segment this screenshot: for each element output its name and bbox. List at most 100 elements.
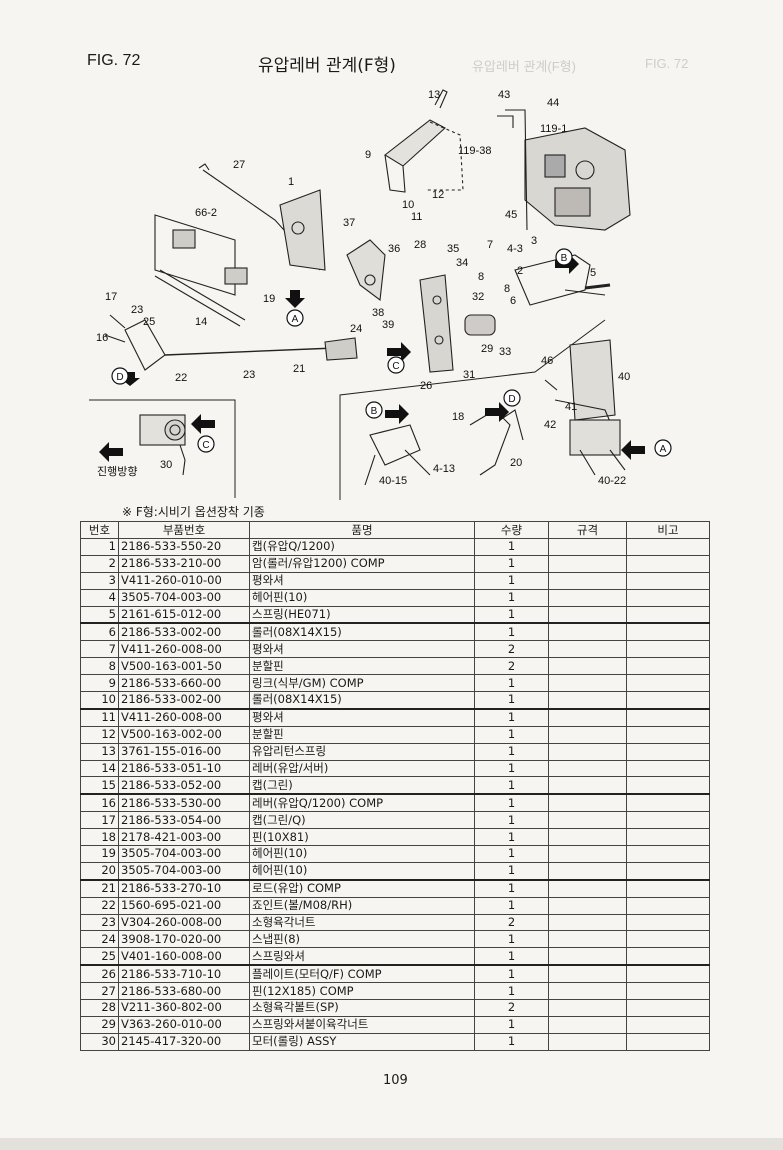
svg-text:37: 37 — [343, 217, 355, 229]
figure-number: FIG. 72 — [87, 52, 141, 69]
svg-text:45: 45 — [505, 209, 517, 221]
svg-text:42: 42 — [544, 419, 556, 431]
cell-spec — [548, 707, 627, 727]
cell-spec — [548, 554, 627, 573]
cell-part-number: 2161-615-012-00 — [118, 605, 250, 624]
svg-text:6: 6 — [510, 295, 516, 307]
cell-quantity: 1 — [474, 947, 549, 966]
cell-remarks — [626, 982, 710, 1001]
cell-part-name: 레버(유압Q/1200) COMP — [249, 793, 475, 813]
cell-quantity: 1 — [474, 878, 549, 898]
cell-part-name: 평와셔 — [249, 707, 475, 727]
cell-part-number: 2186-533-530-00 — [118, 793, 250, 813]
cell-number: 5 — [80, 605, 119, 624]
cell-quantity: 1 — [474, 691, 549, 710]
cell-part-number: 2186-533-680-00 — [118, 982, 250, 1001]
cell-number: 9 — [80, 674, 119, 693]
cell-remarks — [626, 845, 710, 863]
svg-text:32: 32 — [472, 291, 484, 303]
svg-text:B: B — [371, 406, 378, 417]
svg-text:35: 35 — [447, 243, 459, 255]
svg-text:13: 13 — [428, 89, 440, 101]
cell-part-number: 2186-533-210-00 — [118, 554, 250, 573]
cell-part-name: 평와셔 — [249, 571, 475, 590]
svg-text:14: 14 — [195, 316, 207, 328]
cell-number: 24 — [80, 930, 119, 949]
cell-part-number: 1560-695-021-00 — [118, 896, 250, 915]
cell-remarks — [626, 707, 710, 727]
svg-text:40-22: 40-22 — [598, 475, 626, 487]
cell-part-name: 암(롤러/유압1200) COMP — [249, 554, 475, 573]
cell-spec — [548, 828, 627, 847]
svg-text:A: A — [292, 314, 299, 325]
svg-text:4-13: 4-13 — [433, 463, 455, 475]
cell-number: 20 — [80, 861, 119, 881]
svg-text:7: 7 — [487, 239, 493, 251]
cell-part-number: 2178-421-003-00 — [118, 828, 250, 847]
svg-text:27: 27 — [233, 159, 245, 171]
cell-remarks — [626, 861, 710, 881]
cell-spec — [548, 999, 627, 1017]
cell-part-name: 캡(유압Q/1200) — [249, 538, 475, 556]
cell-spec — [548, 1032, 627, 1051]
cell-part-name: 모터(롤링) ASSY — [249, 1032, 475, 1051]
cell-remarks — [626, 811, 710, 830]
cell-number: 4 — [80, 588, 119, 607]
cell-part-name: 소형육각너트 — [249, 913, 475, 932]
cell-part-number: V363-260-010-00 — [118, 1015, 250, 1034]
cell-part-name: 분할핀 — [249, 725, 475, 744]
cell-part-number: 2186-533-550-20 — [118, 538, 250, 556]
cell-quantity: 1 — [474, 759, 549, 778]
svg-text:C: C — [202, 440, 209, 451]
cell-number: 6 — [80, 622, 119, 642]
cell-number: 3 — [80, 571, 119, 590]
svg-text:119-38: 119-38 — [458, 145, 491, 157]
svg-text:30: 30 — [160, 459, 172, 471]
col-header-quantity: 수량 — [474, 521, 549, 539]
cell-part-name: 레버(유압/서버) — [249, 759, 475, 778]
cell-part-name: 헤어핀(10) — [249, 861, 475, 881]
svg-text:38: 38 — [372, 307, 384, 319]
table-header-row: 번호 부품번호 품명 수량 규격 비고 — [80, 521, 710, 539]
cell-part-name: 캡(그린/Q) — [249, 811, 475, 830]
cell-remarks — [626, 964, 710, 984]
svg-text:8: 8 — [478, 271, 484, 283]
cell-spec — [548, 913, 627, 932]
cell-spec — [548, 947, 627, 966]
cell-part-name: 헤어핀(10) — [249, 588, 475, 607]
cell-quantity: 1 — [474, 538, 549, 556]
svg-text:B: B — [561, 253, 568, 264]
cell-part-name: 롤러(08X14X15) — [249, 622, 475, 642]
cell-spec — [548, 725, 627, 744]
cell-remarks — [626, 640, 710, 659]
cell-quantity: 1 — [474, 571, 549, 590]
cell-remarks — [626, 554, 710, 573]
cell-remarks — [626, 657, 710, 676]
cell-quantity: 1 — [474, 930, 549, 949]
cell-spec — [548, 640, 627, 659]
cell-number: 27 — [80, 982, 119, 1001]
svg-text:23: 23 — [243, 369, 255, 381]
cell-part-number: V304-260-008-00 — [118, 913, 250, 932]
cell-part-name: 유압리턴스프링 — [249, 742, 475, 761]
cell-quantity: 1 — [474, 588, 549, 607]
cell-spec — [548, 742, 627, 761]
cell-remarks — [626, 538, 710, 556]
svg-text:46: 46 — [541, 355, 553, 367]
svg-text:8: 8 — [504, 283, 510, 295]
svg-text:41: 41 — [565, 401, 577, 413]
cell-remarks — [626, 622, 710, 642]
col-header-spec: 규격 — [548, 521, 627, 539]
